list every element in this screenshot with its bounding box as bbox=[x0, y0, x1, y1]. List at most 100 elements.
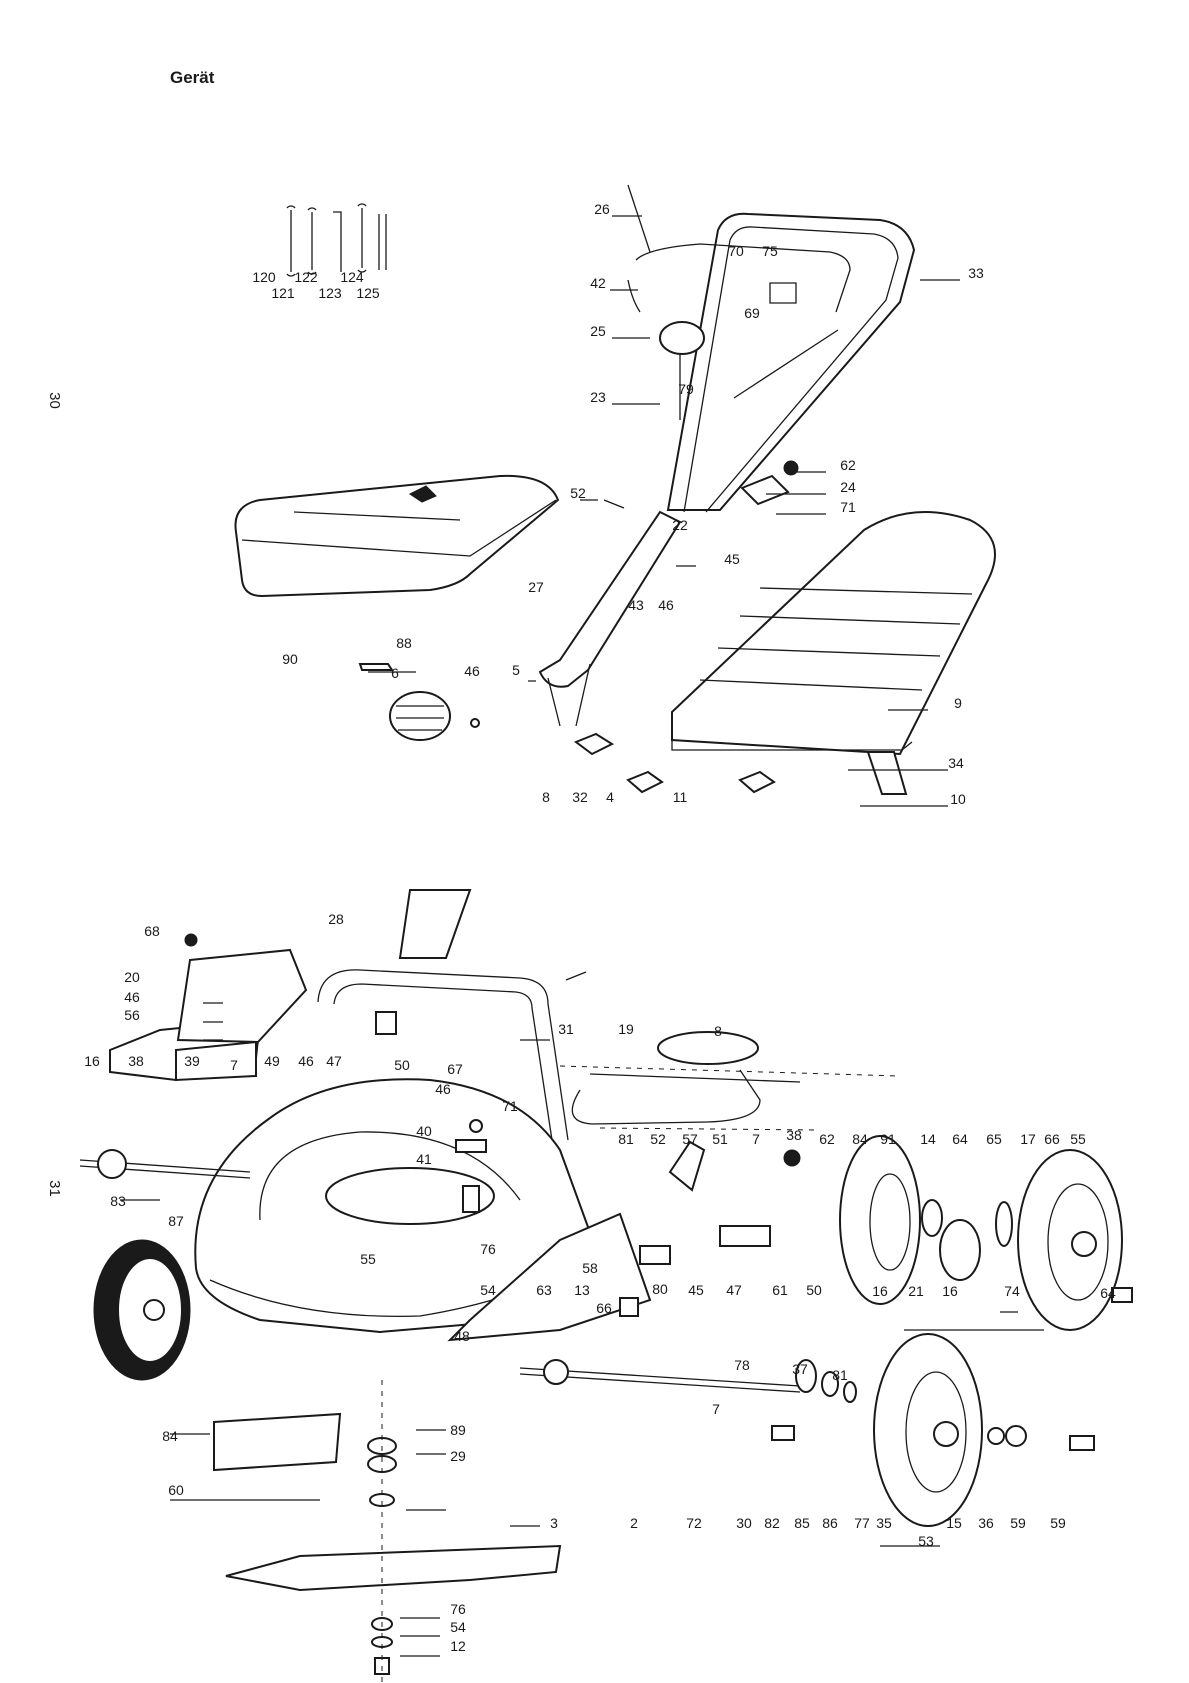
part-callout-45: 45 bbox=[724, 551, 740, 567]
rear-flap-drawing bbox=[671, 511, 996, 756]
grass-box-drawing bbox=[234, 474, 560, 598]
leader-lines bbox=[120, 215, 1044, 1657]
part-callout-55: 55 bbox=[360, 1251, 376, 1267]
axles-drawing bbox=[79, 1149, 801, 1393]
part-callout-48: 48 bbox=[454, 1328, 470, 1344]
part-callout-56: 56 bbox=[124, 1007, 140, 1023]
part-callout-14: 14 bbox=[920, 1131, 936, 1147]
part-callout-78: 78 bbox=[734, 1357, 750, 1373]
part-callout-84: 84 bbox=[162, 1428, 178, 1444]
part-callout-31: 31 bbox=[558, 1021, 574, 1037]
part-callout-26: 26 bbox=[594, 201, 610, 217]
left-wheel-drawing bbox=[93, 1239, 191, 1381]
part-callout-67: 67 bbox=[447, 1061, 463, 1077]
part-callout-7: 7 bbox=[230, 1057, 238, 1073]
part-callout-30: 30 bbox=[736, 1515, 752, 1531]
part-callout-57: 57 bbox=[682, 1131, 698, 1147]
part-callout-25: 25 bbox=[590, 323, 606, 339]
part-callout-35: 35 bbox=[876, 1515, 892, 1531]
part-callout-27: 27 bbox=[528, 579, 544, 595]
part-callout-61: 61 bbox=[772, 1282, 788, 1298]
part-callout-120: 120 bbox=[252, 269, 276, 285]
lower-handle-drawing bbox=[538, 510, 682, 727]
part-callout-50: 50 bbox=[806, 1282, 822, 1298]
part-callout-64: 64 bbox=[952, 1131, 968, 1147]
part-callout-75: 75 bbox=[762, 243, 778, 259]
part-callout-63: 63 bbox=[536, 1282, 552, 1298]
part-callout-62: 62 bbox=[819, 1131, 835, 1147]
part-callout-91: 91 bbox=[880, 1131, 896, 1147]
rear-wheel-13-drawing bbox=[1017, 1149, 1123, 1331]
part-callout-72: 72 bbox=[686, 1515, 702, 1531]
part-callout-28: 28 bbox=[328, 911, 344, 927]
part-callout-54: 54 bbox=[480, 1282, 496, 1298]
part-callout-77: 77 bbox=[854, 1515, 870, 1531]
part-callout-5: 5 bbox=[512, 662, 520, 678]
part-callout-51: 51 bbox=[712, 1131, 728, 1147]
part-callout-88: 88 bbox=[396, 635, 412, 651]
part-callout-76: 76 bbox=[480, 1241, 496, 1257]
part-callout-66: 66 bbox=[596, 1300, 612, 1316]
part-callout-55: 55 bbox=[1070, 1131, 1086, 1147]
part-callout-38: 38 bbox=[128, 1053, 144, 1069]
part-callout-16: 16 bbox=[84, 1053, 100, 1069]
part-callout-46: 46 bbox=[124, 989, 140, 1005]
part-callout-16: 16 bbox=[942, 1283, 958, 1299]
part-callout-46: 46 bbox=[464, 663, 480, 679]
part-callout-17: 17 bbox=[1020, 1131, 1036, 1147]
part-callout-85: 85 bbox=[794, 1515, 810, 1531]
part-callout-81: 81 bbox=[832, 1367, 848, 1383]
part-callout-49: 49 bbox=[264, 1053, 280, 1069]
part-callout-7: 7 bbox=[752, 1131, 760, 1147]
part-callout-29: 29 bbox=[450, 1448, 466, 1464]
part-callout-43: 43 bbox=[628, 597, 644, 613]
part-callout-40: 40 bbox=[416, 1123, 432, 1139]
part-callout-6: 6 bbox=[391, 665, 399, 681]
part-callout-125: 125 bbox=[356, 285, 380, 301]
part-callout-121: 121 bbox=[271, 285, 295, 301]
part-callout-90: 90 bbox=[282, 651, 298, 667]
pulley-belt-drawing bbox=[571, 1031, 801, 1125]
part-callout-39: 39 bbox=[184, 1053, 200, 1069]
part-callout-45: 45 bbox=[688, 1282, 704, 1298]
part-callout-76: 76 bbox=[450, 1601, 466, 1617]
part-callout-89: 89 bbox=[450, 1422, 466, 1438]
part-callout-58: 58 bbox=[582, 1260, 598, 1276]
part-callout-46: 46 bbox=[298, 1053, 314, 1069]
part-callout-33: 33 bbox=[968, 265, 984, 281]
part-callout-2: 2 bbox=[630, 1515, 638, 1531]
part-callout-80: 80 bbox=[652, 1281, 668, 1297]
part-callout-87: 87 bbox=[168, 1213, 184, 1229]
part-callout-42: 42 bbox=[590, 275, 606, 291]
part-callout-62: 62 bbox=[840, 457, 856, 473]
gear-disc-14-drawing bbox=[839, 1135, 921, 1305]
part-callout-47: 47 bbox=[326, 1053, 342, 1069]
part-callout-86: 86 bbox=[822, 1515, 838, 1531]
part-callout-13: 13 bbox=[574, 1282, 590, 1298]
part-callout-59: 59 bbox=[1050, 1515, 1066, 1531]
lower-small-parts-drawing bbox=[184, 933, 1133, 1451]
part-callout-81: 81 bbox=[618, 1131, 634, 1147]
upper-small-parts-drawing bbox=[358, 460, 908, 795]
part-callout-50: 50 bbox=[394, 1057, 410, 1073]
part-callout-60: 60 bbox=[168, 1482, 184, 1498]
part-callout-82: 82 bbox=[764, 1515, 780, 1531]
part-callout-70: 70 bbox=[728, 243, 744, 259]
page-title: Gerät bbox=[170, 68, 215, 87]
part-callout-8: 8 bbox=[714, 1023, 722, 1039]
part-callout-59: 59 bbox=[1010, 1515, 1026, 1531]
part-callout-23: 23 bbox=[590, 389, 606, 405]
part-callout-4: 4 bbox=[606, 789, 614, 805]
chassis-handle-drawing bbox=[317, 889, 569, 1141]
part-callout-8: 8 bbox=[542, 789, 550, 805]
part-callout-41: 41 bbox=[416, 1151, 432, 1167]
part-callout-7: 7 bbox=[712, 1401, 720, 1417]
part-callout-47: 47 bbox=[726, 1282, 742, 1298]
part-callout-64: 64 bbox=[1100, 1285, 1116, 1301]
part-callout-38: 38 bbox=[786, 1127, 802, 1143]
part-callout-21: 21 bbox=[908, 1283, 924, 1299]
part-callout-52: 52 bbox=[570, 485, 586, 501]
part-callout-123: 123 bbox=[318, 285, 342, 301]
